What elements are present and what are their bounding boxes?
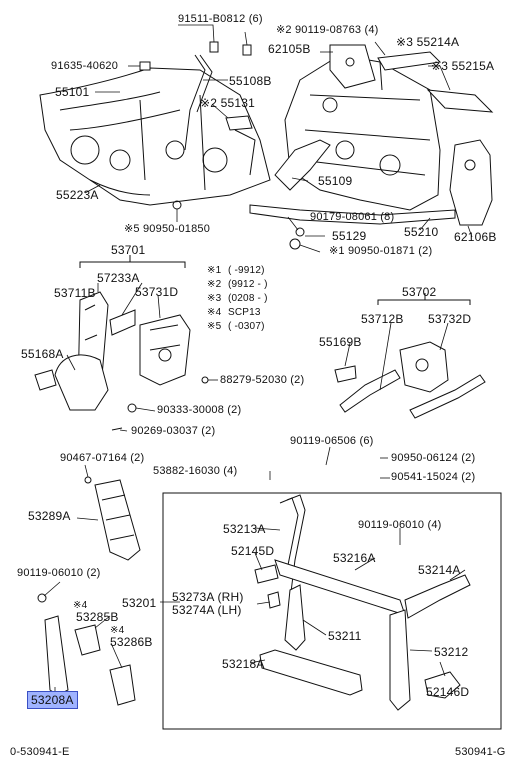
label-90950-01871: ※1 90950-01871 (2) bbox=[329, 245, 433, 257]
note-5-mark: ※5 bbox=[207, 321, 222, 332]
bracket-57233a bbox=[109, 309, 136, 336]
label-90119-06506: 90119-06506 (6) bbox=[290, 435, 374, 447]
label-53216a: 53216A bbox=[333, 551, 376, 565]
label-53286b: 53286B bbox=[110, 635, 153, 649]
seal-53285b bbox=[74, 624, 101, 656]
note-2-mark: ※2 bbox=[207, 279, 222, 290]
note-1-mark: ※1 bbox=[207, 265, 222, 276]
label-53882-16030: 53882-16030 (4) bbox=[153, 465, 238, 477]
note-3-mark: ※3 bbox=[207, 293, 222, 304]
radiator-support-group-box bbox=[162, 492, 502, 730]
stay-55108b bbox=[184, 54, 206, 151]
note-1-text: ( -9912) bbox=[228, 265, 265, 276]
label-90950-06124: 90950-06124 (2) bbox=[391, 452, 476, 464]
label-90541-15024: 90541-15024 (2) bbox=[391, 471, 476, 483]
note-5-text: ( -0307) bbox=[228, 321, 265, 332]
label-52145d: 52145D bbox=[231, 544, 275, 558]
apron-53732d bbox=[399, 341, 449, 393]
label-62105b: 62105B bbox=[268, 42, 311, 56]
note-2-text: (9912 - ) bbox=[228, 279, 268, 290]
bracket-52145d bbox=[254, 564, 279, 584]
panel-62106b bbox=[449, 139, 493, 226]
label-90119-06010-right: 90119-06010 (4) bbox=[358, 519, 442, 531]
label-55214a: ※3 55214A bbox=[396, 35, 460, 49]
label-88279-52030: 88279-52030 (2) bbox=[220, 374, 305, 386]
label-55131: ※2 55131 bbox=[200, 96, 256, 110]
note-4-mark: ※4 bbox=[207, 307, 222, 318]
label-55108b: 55108B bbox=[229, 74, 272, 88]
label-90269-03037: 90269-03037 (2) bbox=[131, 425, 216, 437]
label-55223a: 55223A bbox=[56, 188, 99, 202]
apron-53712b bbox=[339, 369, 401, 413]
label-53201: 53201 bbox=[122, 596, 157, 610]
label-55109: 55109 bbox=[318, 174, 353, 188]
label-57233a: 57233A bbox=[97, 271, 140, 285]
support-53212 bbox=[389, 609, 411, 711]
liner-55169b bbox=[334, 365, 357, 383]
label-53731d: 53731D bbox=[135, 285, 179, 299]
label-90179-08061: 90179-08061 (8) bbox=[310, 211, 395, 223]
label-53273a: 53273A (RH) bbox=[172, 590, 244, 604]
label-90467-07164: 90467-07164 (2) bbox=[60, 452, 145, 464]
label-55129: 55129 bbox=[332, 229, 367, 243]
label-91635-40620: 91635-40620 bbox=[51, 60, 119, 72]
strip-55215a bbox=[426, 89, 494, 113]
label-55101: 55101 bbox=[55, 85, 90, 99]
label-90119-06010-left: 90119-06010 (2) bbox=[17, 567, 101, 579]
label-53285b: 53285B bbox=[76, 610, 119, 624]
label-55210: 55210 bbox=[404, 225, 439, 239]
seal-53286b bbox=[109, 664, 136, 706]
label-55215a: ※3 55215A bbox=[431, 59, 495, 73]
label-62106b: 62106B bbox=[454, 230, 497, 244]
label-53711b: 53711B bbox=[54, 286, 96, 300]
seal-53289a bbox=[94, 479, 141, 561]
seal-53208a bbox=[44, 615, 69, 696]
label-53701: 53701 bbox=[111, 243, 146, 257]
dash-panel-left bbox=[39, 67, 271, 206]
label-90119-08763: ※2 90119-08763 (4) bbox=[276, 24, 379, 36]
label-53218a: 53218A bbox=[222, 657, 265, 671]
note-3-text: (0208 - ) bbox=[228, 293, 268, 304]
label-53213a: 53213A bbox=[223, 522, 266, 536]
footer-right-code: 530941-G bbox=[455, 746, 506, 758]
bracket-52146d bbox=[424, 671, 461, 699]
label-scp13-mark-b: ※4 bbox=[110, 625, 125, 636]
apron-53731d bbox=[139, 314, 191, 386]
label-53274a: 53274A (LH) bbox=[172, 603, 242, 617]
crossmember-53218a bbox=[259, 649, 363, 696]
panel-62105b bbox=[329, 44, 376, 89]
label-53214a: 53214A bbox=[418, 563, 461, 577]
label-scp13-mark-a: ※4 bbox=[73, 600, 88, 611]
label-91511-b0812: 91511-B0812 (6) bbox=[178, 13, 263, 25]
label-53712b: 53712B bbox=[361, 312, 404, 326]
label-53212: 53212 bbox=[434, 645, 469, 659]
label-53211: 53211 bbox=[328, 629, 362, 643]
strip-55214a bbox=[377, 51, 442, 71]
footer-left-code: 0-530941-E bbox=[10, 746, 70, 758]
support-53211 bbox=[284, 584, 306, 651]
label-53208a-highlighted[interactable]: 53208A bbox=[27, 691, 78, 709]
label-90333-30008: 90333-30008 (2) bbox=[157, 404, 242, 416]
label-90950-01850: ※5 90950-01850 bbox=[124, 223, 211, 235]
note-4-text: SCP13 bbox=[228, 307, 261, 318]
label-53289a: 53289A bbox=[28, 509, 71, 523]
label-53732d: 53732D bbox=[428, 312, 472, 326]
label-55168a: 55168A bbox=[21, 347, 64, 361]
label-53702: 53702 bbox=[402, 285, 437, 299]
liner-55168a bbox=[54, 354, 109, 411]
bracket-53214a bbox=[404, 574, 471, 619]
label-55169b: 55169B bbox=[319, 335, 362, 349]
label-52146d: 52146D bbox=[426, 685, 470, 699]
bracket-55109 bbox=[274, 139, 331, 191]
